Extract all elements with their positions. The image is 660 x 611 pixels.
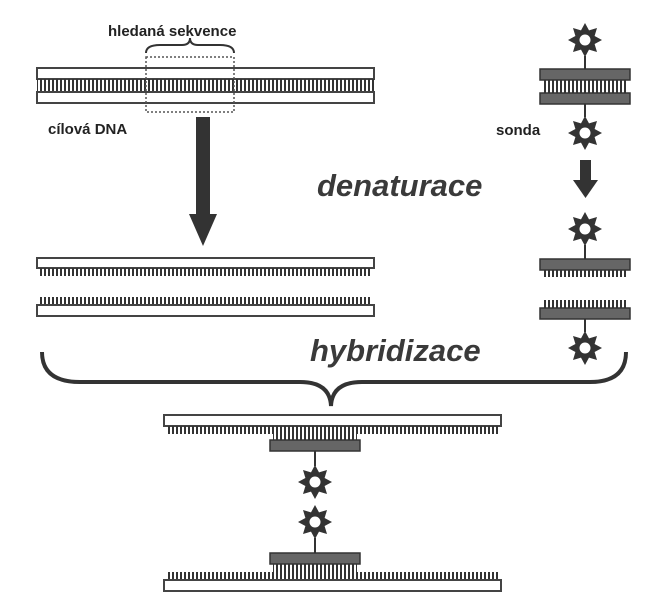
target-single-strand-upper bbox=[36, 257, 375, 276]
hybridization-brace bbox=[40, 351, 628, 407]
probe-double-strand bbox=[539, 23, 631, 150]
target-denaturation-arrow bbox=[189, 117, 217, 246]
target-dna-label: cílová DNA bbox=[48, 121, 127, 138]
target-single-strand-lower bbox=[36, 297, 375, 317]
target-sequence-brace bbox=[145, 37, 235, 54]
target-sequence-box bbox=[145, 56, 235, 113]
hybrid-upper-probe bbox=[269, 434, 361, 499]
hybrid-lower-probe bbox=[269, 505, 361, 572]
probe-denaturation-arrow bbox=[573, 160, 598, 198]
denaturation-label: denaturace bbox=[317, 168, 482, 203]
probe-label: sonda bbox=[496, 122, 541, 139]
hybridization-label: hybridizace bbox=[310, 333, 481, 368]
target-sequence-label: hledaná sekvence bbox=[108, 23, 236, 40]
probe-single-strand-lower bbox=[539, 300, 631, 365]
target-dna-double-strand bbox=[36, 67, 375, 104]
hybrid-upper-target-strand bbox=[163, 414, 502, 434]
probe-single-strand-upper bbox=[539, 212, 631, 277]
hybrid-lower-target-strand bbox=[163, 572, 502, 592]
